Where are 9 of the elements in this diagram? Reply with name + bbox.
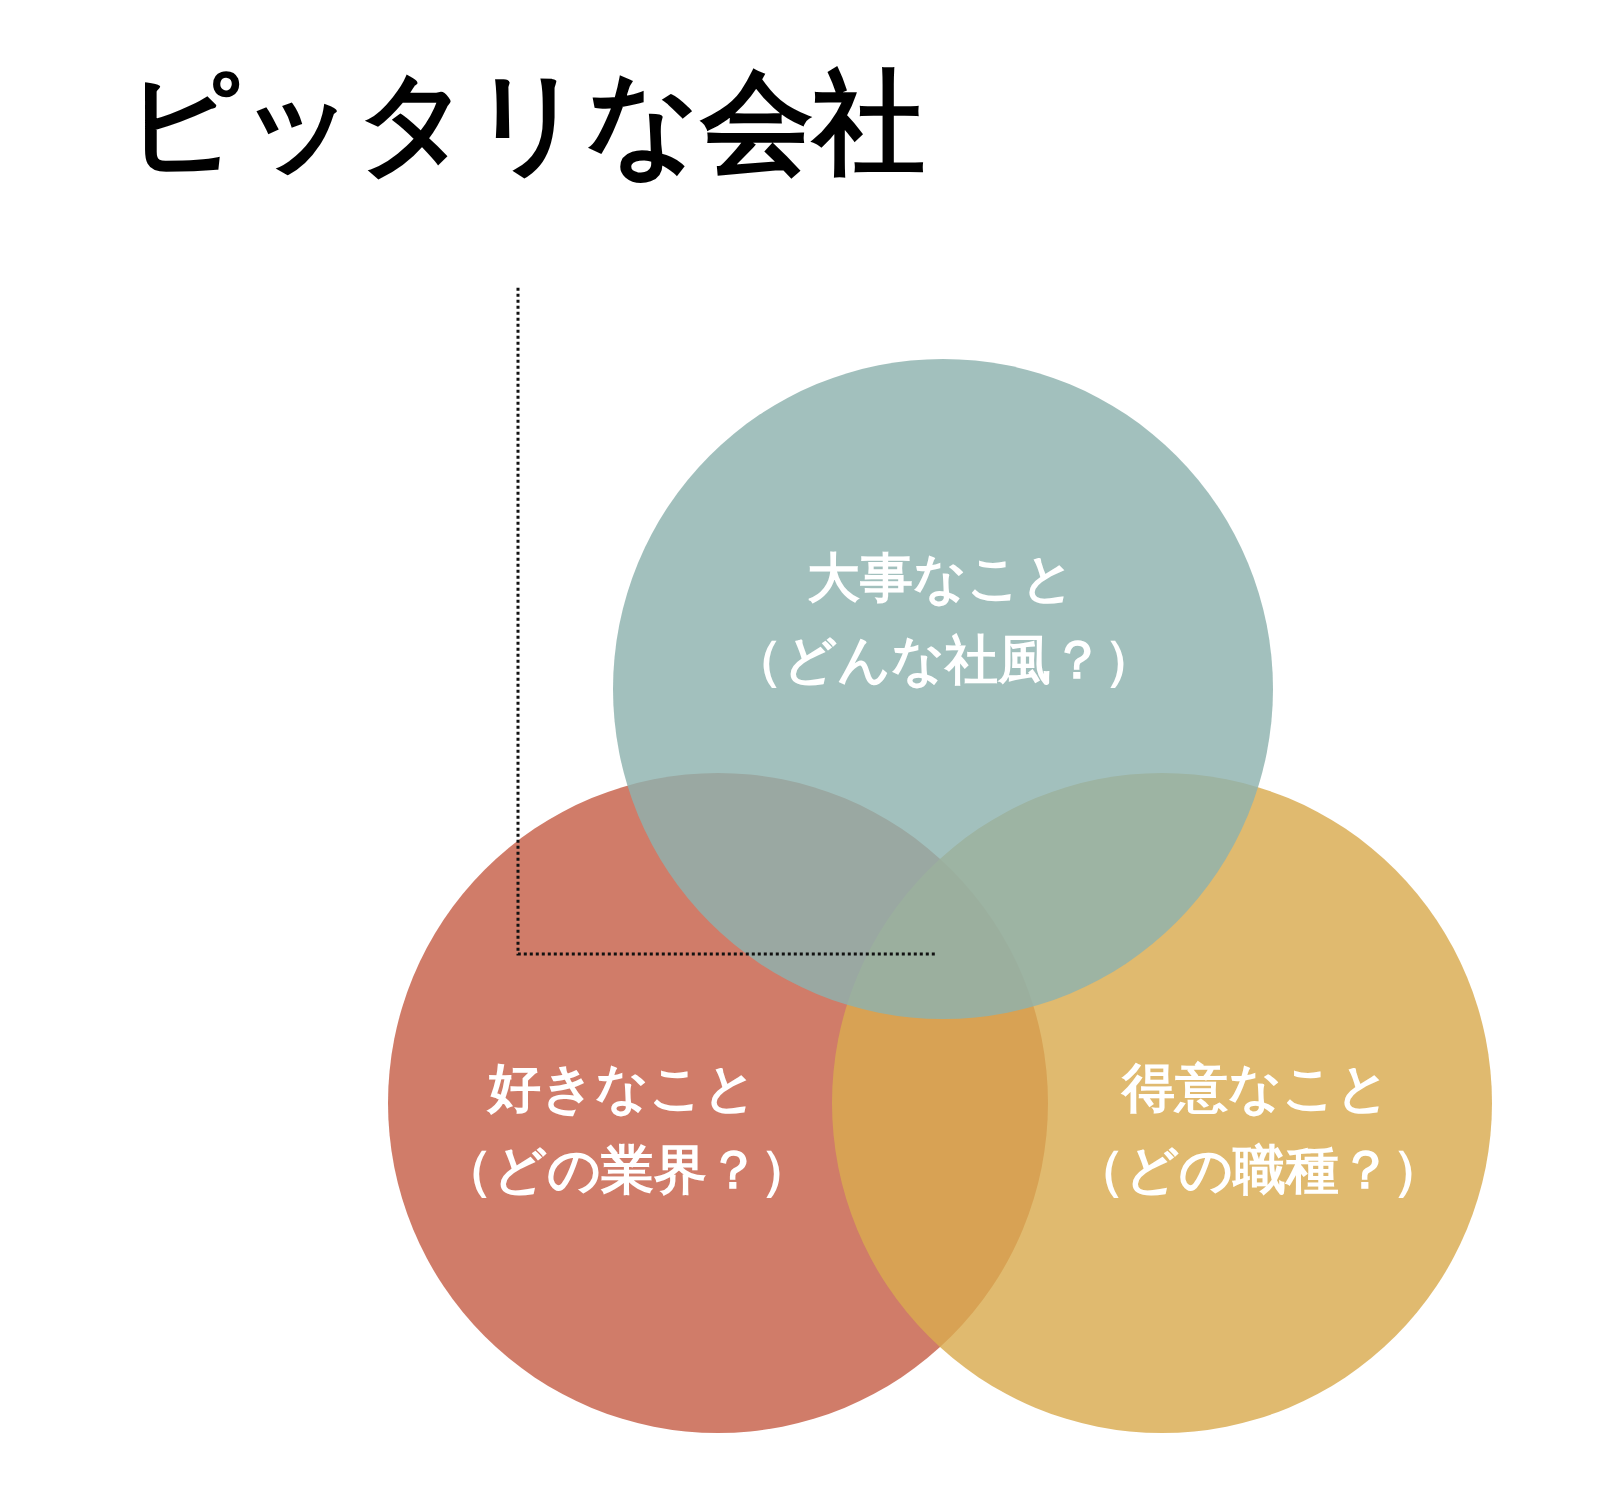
venn-heading: 大事なこと (807, 546, 1075, 610)
venn-heading: 好きなこと (487, 1056, 757, 1120)
venn-question: （どの業界？） (439, 1138, 813, 1202)
leader-line (516, 287, 936, 956)
venn-question: （どんな社風？） (729, 628, 1157, 692)
venn-circle (613, 359, 1273, 1019)
venn-question: （どの職種？） (1071, 1138, 1445, 1202)
title-text: ピッタリな会社 (126, 58, 925, 187)
venn-heading: 得意なこと (1122, 1056, 1390, 1120)
